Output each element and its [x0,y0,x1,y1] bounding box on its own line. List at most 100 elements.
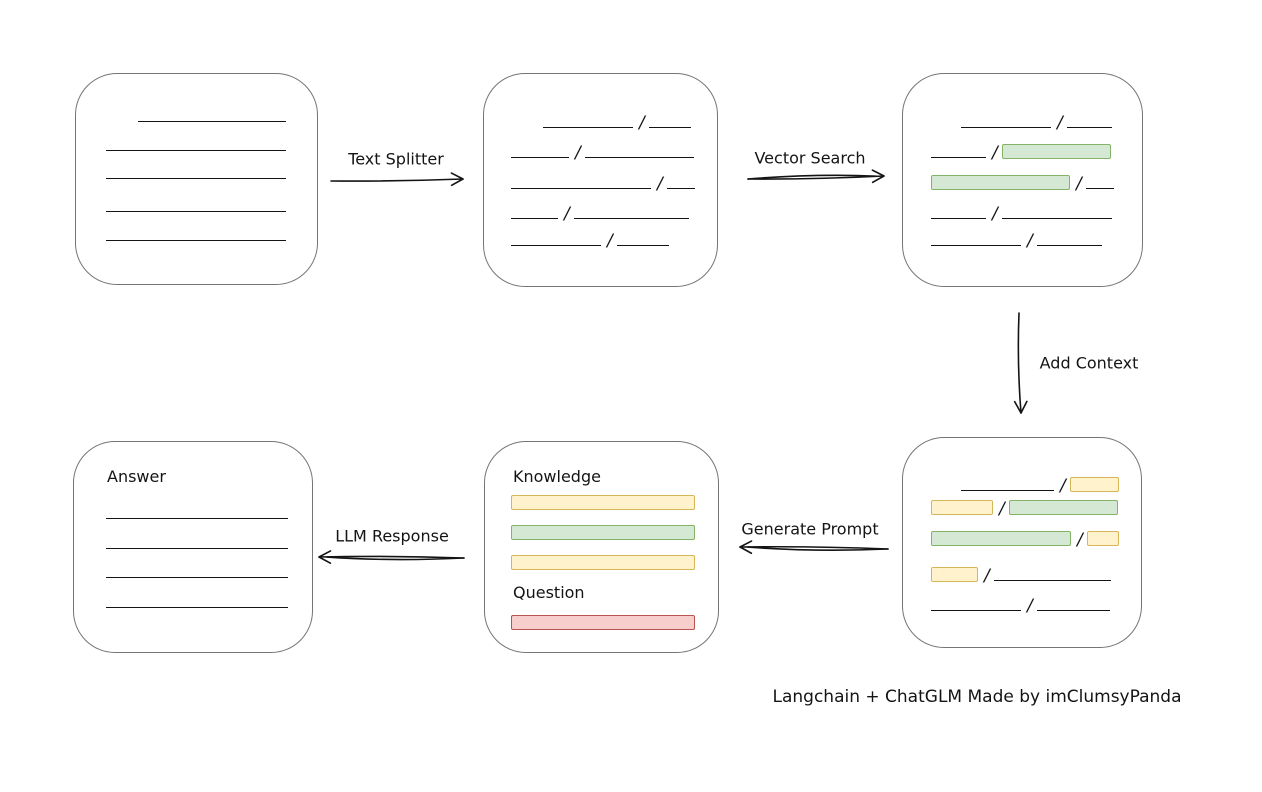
green-highlight-chunk [511,525,695,540]
text-splitter-label: Text Splitter [348,149,444,169]
answer: Answer [73,441,313,653]
split-text-chunks-row: / [484,202,689,224]
yellow-highlight-chunk [1086,531,1119,546]
prompt-row [485,552,695,570]
yellow-highlight-chunk [511,495,695,510]
prompt-row [485,522,695,540]
llm-response-label: LLM Response [335,526,449,546]
answer-row [74,561,288,579]
text-line [993,580,1111,581]
text-line [1001,218,1112,219]
text-line [1036,245,1102,246]
llm-response-arrow-line [326,556,465,561]
text-line [106,548,288,549]
answer-row: Answer [74,468,166,486]
text-line [1066,127,1112,128]
source-document-row [76,134,286,152]
red-highlight-chunk [511,615,695,630]
split-text-chunks-row: / [484,141,694,163]
prompt-row [485,612,695,630]
chunk-separator: / [1077,530,1083,550]
context-chunks-row: / [903,564,1111,585]
chunk-separator: / [575,143,581,163]
prompt-row: Knowledge [485,468,601,486]
text-line [511,157,569,158]
answer-row [74,532,288,550]
generate-prompt-arrow-head [739,540,753,555]
answer-label: Answer [107,467,166,486]
text-line [1036,610,1110,611]
split-text-chunks-row: / [484,229,669,251]
chunk-separator: / [1057,113,1063,133]
chunk-separator: / [999,499,1005,519]
context-chunks-row: / [903,594,1110,615]
source-document-row [76,195,286,213]
text-line [106,518,288,519]
text-line [543,127,633,128]
green-highlight-chunk [931,175,1070,190]
prompt-row [485,492,695,510]
yellow-highlight-chunk [511,555,695,570]
text-line [511,245,601,246]
green-highlight-chunk [1008,500,1118,515]
source-document [75,73,318,285]
context-chunks-row: / [903,474,1119,496]
text-line [106,607,288,608]
text-line [511,218,558,219]
vector-matched-chunks-row: / [903,229,1102,251]
vector-matched-chunks-row: / [903,202,1112,224]
chunk-separator: / [1027,231,1033,251]
context-chunks: / / / / / [902,437,1142,648]
text-splitter-arrow-line [330,178,464,182]
text-line [584,157,694,158]
chunk-separator: / [1060,476,1066,496]
green-highlight-chunk [931,531,1071,546]
text-line [106,211,286,212]
text-line [106,577,288,578]
chunk-separator: / [607,231,613,251]
llm-response-arrow-head [318,550,332,564]
text-line [616,245,669,246]
yellow-highlight-chunk [931,500,993,515]
text-line [931,218,986,219]
chunk-separator: / [1076,174,1082,194]
text-line [931,610,1021,611]
vector-matched-chunks-row: / [903,141,1111,163]
text-line [138,121,286,122]
text-line [961,127,1051,128]
text-line [931,157,986,158]
green-highlight-chunk [1001,144,1111,159]
generate-prompt-label: Generate Prompt [741,519,879,539]
prompt-row: Question [485,584,585,602]
credit-caption: Langchain + ChatGLM Made by imClumsyPand… [772,687,1182,707]
llm-response-arrow-line [318,555,465,559]
text-line [648,127,691,128]
text-splitter-arrow-head [450,172,464,187]
source-document-row [76,162,286,180]
answer-row [74,502,288,520]
source-document-row [76,105,286,123]
chunk-separator: / [657,174,663,194]
vector-search-arrow-line [747,174,877,180]
text-line [961,490,1054,491]
yellow-highlight-chunk [1069,477,1119,492]
yellow-highlight-chunk [931,567,978,582]
chunk-separator: / [564,204,570,224]
chunk-separator: / [639,113,645,133]
text-line [511,188,651,189]
text-line [666,188,695,189]
text-line [931,245,1021,246]
text-line [1085,188,1114,189]
add-context-label: Add Context [1039,353,1139,373]
chunk-separator: / [992,204,998,224]
knowledge-label: Knowledge [513,467,601,486]
text-line [106,150,286,151]
generate-prompt-arrow-line [747,546,889,551]
vector-search-label: Vector Search [754,148,866,168]
answer-row [74,591,288,609]
chunk-separator: / [992,143,998,163]
text-line [106,240,286,241]
context-chunks-row: / [903,497,1118,519]
vector-matched-chunks-row: / [903,111,1112,133]
